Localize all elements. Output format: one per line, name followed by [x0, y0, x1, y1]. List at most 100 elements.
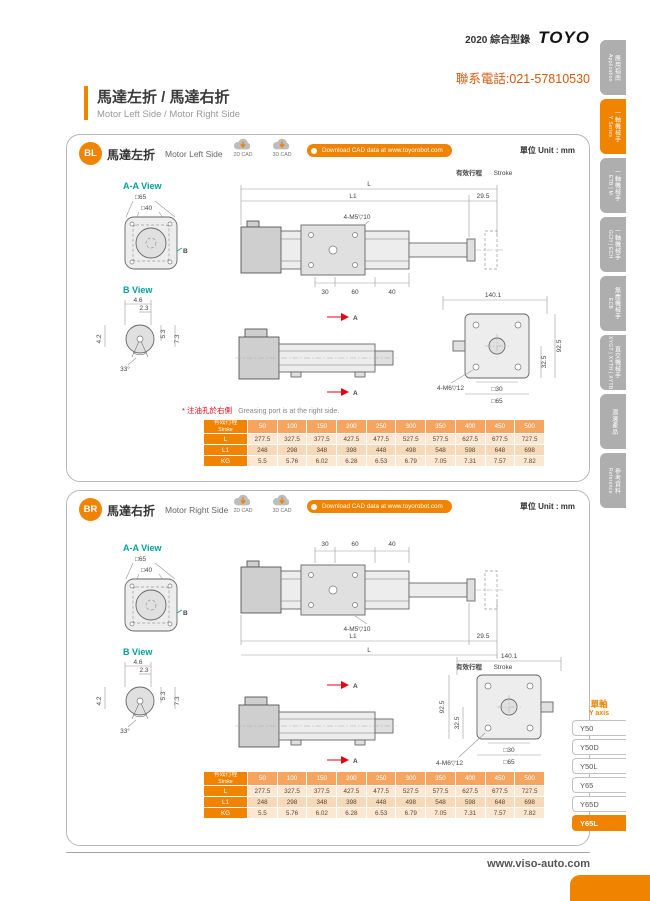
cad-3d-label: 3D CAD	[272, 508, 292, 514]
dim-5-3: 5.3	[160, 329, 167, 338]
dim-140-1: 140.1	[501, 653, 518, 660]
bl-top-view-drawing: 有效行程 Stroke L L1 29.5 4-M5▽10	[240, 168, 513, 296]
greasing-note-en: Greasing port is at the right side.	[238, 408, 340, 415]
dim-92-5: 92.5	[556, 339, 563, 352]
dim-L: L	[367, 647, 371, 654]
axis-tab-y65[interactable]: Y65	[572, 777, 626, 793]
value-cell: 5.5	[247, 807, 278, 819]
stroke-label-zh: 有效行程	[456, 168, 483, 177]
cad-3d-button[interactable]: 3D CAD	[266, 494, 298, 514]
section-arrow-a-top: A	[353, 683, 358, 690]
dim-29-5: 29.5	[477, 633, 490, 640]
side-tab-y-series[interactable]: 一軸機械手 Y Series	[600, 99, 626, 154]
stroke-label-zh: 有效行程	[456, 662, 483, 671]
value-cell: 7.05	[425, 455, 456, 467]
stroke-value-cell: 350	[425, 771, 456, 786]
row-label-cell: L	[203, 433, 248, 445]
category-tab-rail: 應用指南 Application 一軸機械手 Y Series 一軸機械手 ET…	[600, 40, 626, 508]
dim-92-5: 92.5	[439, 700, 446, 713]
stroke-value-cell: 350	[425, 419, 456, 434]
section-badge-br: BR	[79, 498, 102, 521]
cad-3d-label: 3D CAD	[272, 152, 292, 158]
cad-download-link[interactable]: Download CAD data at www.toyorobot.com	[307, 144, 452, 157]
section-arrow-a-bottom: A	[353, 758, 358, 765]
dim-30: 30	[321, 289, 329, 296]
side-tab-application[interactable]: 應用指南 Application	[600, 40, 626, 95]
dim-32-5: 32.5	[454, 716, 461, 729]
stroke-value-cell: 100	[276, 771, 308, 786]
dim-7-3: 7.3	[174, 696, 181, 705]
side-tab-reference[interactable]: 參考資料 Reference	[600, 453, 626, 508]
dim-sq30: □30	[491, 386, 503, 393]
value-cell: 6.02	[306, 807, 338, 819]
footer-divider	[66, 852, 590, 853]
cad-download-link[interactable]: Download CAD data at www.toyorobot.com	[307, 500, 452, 513]
stroke-value-cell: 450	[484, 419, 516, 434]
b-view-label: B View	[123, 285, 153, 295]
unit-label: 單位 Unit : mm	[519, 502, 575, 511]
value-cell: 327.5	[276, 785, 308, 797]
axis-tab-y50l[interactable]: Y50L	[572, 758, 626, 774]
page-subtitle: Motor Left Side / Motor Right Side	[97, 109, 241, 120]
greasing-note-zh: * 注油孔於右側	[182, 406, 233, 415]
dim-4-2: 4.2	[96, 696, 103, 705]
row-label-cell: KG	[203, 807, 248, 819]
value-cell: 677.5	[484, 785, 516, 797]
value-cell: 627.5	[454, 785, 486, 797]
axis-tab-y65d[interactable]: Y65D	[572, 796, 626, 812]
dim-5-3: 5.3	[160, 691, 167, 700]
cad-2d-button[interactable]: 2D CAD	[227, 494, 259, 514]
stroke-value-cell: 50	[247, 419, 278, 434]
cad-2d-button[interactable]: 2D CAD	[227, 138, 259, 158]
br-side-view-drawing: A A	[235, 681, 397, 765]
axis-tab-y65l[interactable]: Y65L	[572, 815, 626, 831]
axis-tab-y50[interactable]: Y50	[572, 720, 626, 736]
dim-7-3: 7.3	[174, 334, 181, 343]
row-label-cell: KG	[203, 455, 248, 467]
side-tab-ecb[interactable]: 無塵機械手 ECB	[600, 276, 626, 331]
value-cell: 5.76	[276, 807, 308, 819]
side-tab-peripherals[interactable]: 週邊產品	[600, 394, 626, 449]
section-arrow-a-top: A	[353, 315, 358, 322]
section-motor-right: BR 馬達右折 Motor Right Side 2D CAD 3D CAD D…	[66, 490, 590, 846]
value-cell: 6.53	[365, 455, 397, 467]
value-cell: 6.28	[336, 455, 367, 467]
cad-download-group: 2D CAD 3D CAD	[227, 138, 298, 158]
section-title-zh: 馬達右折	[107, 504, 156, 518]
cloud-download-icon	[233, 494, 251, 506]
axis-header-en: Y axis	[588, 710, 610, 717]
side-tab-xy-series[interactable]: 直交機械手 XYGT | XYTH | XYTB	[600, 335, 626, 390]
axis-tab-y50d[interactable]: Y50D	[572, 739, 626, 755]
greasing-note: * 注油孔於右側 Greasing port is at the right s…	[182, 405, 339, 416]
side-tab-gch-ech[interactable]: 一軸機械手 GCH | ECH	[600, 217, 626, 272]
side-tab-etb-m[interactable]: 一軸機械手 ETB | M	[600, 158, 626, 213]
stroke-value-cell: 100	[276, 419, 308, 434]
value-cell: 298	[276, 444, 308, 456]
value-cell: 248	[247, 796, 278, 808]
catalog-edition: 2020 綜合型錄	[465, 35, 531, 46]
value-cell: 548	[425, 796, 456, 808]
dim-sq40: □40	[141, 205, 153, 212]
cad-3d-button[interactable]: 3D CAD	[266, 138, 298, 158]
row-label-cell: L1	[203, 444, 248, 456]
bl-side-view-drawing: A A	[235, 313, 397, 397]
b-view-label: B View	[123, 647, 153, 657]
stroke-value-cell: 450	[484, 771, 516, 786]
section-badge-bl: BL	[79, 142, 102, 165]
header-brand-line: 2020 綜合型錄 TOYO	[465, 28, 590, 48]
cad-2d-label: 2D CAD	[233, 152, 253, 158]
section-title-en: Motor Right Side	[165, 505, 229, 515]
dim-angle-33: 33°	[120, 727, 130, 735]
side-tab-label-zh: 一軸機械手	[613, 169, 620, 202]
stroke-value-cell: 500	[514, 419, 545, 434]
value-cell: 577.5	[425, 433, 456, 445]
dim-L: L	[367, 181, 371, 188]
row-label-cell: L	[203, 785, 248, 797]
side-tab-label-en: Application	[606, 53, 613, 82]
unit-label: 單位 Unit : mm	[519, 146, 575, 155]
dim-sq65: □65	[135, 194, 147, 201]
value-cell: 548	[425, 444, 456, 456]
